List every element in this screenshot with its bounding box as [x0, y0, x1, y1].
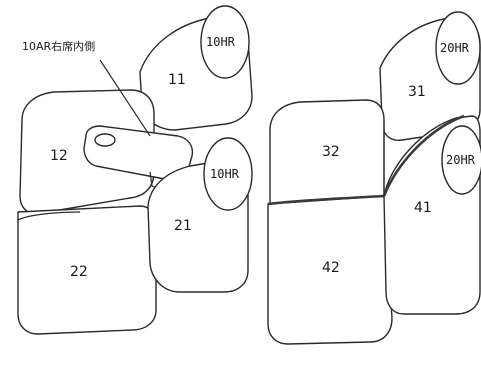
label-21: 21: [174, 218, 192, 234]
seam-line: [17, 211, 81, 221]
headrest-10hr-front: [203, 137, 253, 211]
label-22: 22: [70, 264, 88, 280]
headrest-20hr-front: [441, 125, 481, 195]
armrest-note: 10AR右席内側: [22, 39, 95, 53]
leader-line: [99, 59, 151, 137]
armrest-cupholder: [94, 133, 116, 147]
label-20hr-top: 20HR: [440, 41, 470, 55]
seat-cushion-42: [267, 195, 393, 345]
label-32: 32: [322, 144, 340, 160]
label-20hr-front: 20HR: [446, 153, 476, 167]
label-41: 41: [414, 200, 432, 216]
headrest-10hr-top: [200, 5, 250, 79]
headrest-20hr-top: [435, 11, 481, 85]
label-31: 31: [408, 84, 426, 100]
left-seat: 11 12 21 22 10HR 10HR 10AR右席内側: [17, 5, 253, 335]
label-11: 11: [168, 72, 186, 88]
label-10hr-front: 10HR: [210, 167, 240, 181]
backrest-panel-32: [269, 99, 385, 205]
right-seat: 31 32 41 42 20HR 20HR: [267, 11, 481, 345]
label-42: 42: [322, 260, 340, 276]
label-12: 12: [50, 148, 68, 164]
seam-32-42: [267, 194, 385, 206]
seam-31-41: [382, 114, 465, 197]
label-10hr-top: 10HR: [206, 35, 236, 49]
